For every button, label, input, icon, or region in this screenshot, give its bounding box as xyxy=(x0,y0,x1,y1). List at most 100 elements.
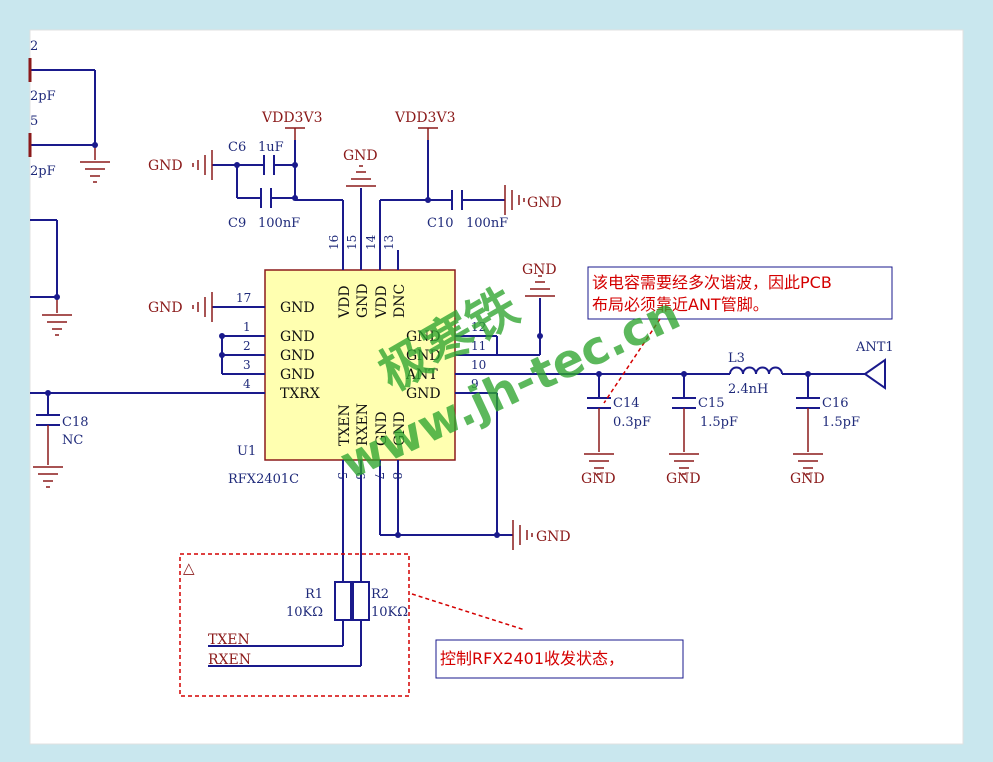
junction-dot xyxy=(219,333,225,339)
c18-value: NC xyxy=(62,433,83,448)
l3-value: 2.4nH xyxy=(728,382,768,397)
r2-value: 10KΩ xyxy=(371,605,408,620)
junction-dot xyxy=(494,532,500,538)
pin-8-number: 8 xyxy=(390,472,404,480)
junction-dot xyxy=(537,333,543,339)
gnd-label-pin17: GND xyxy=(148,300,183,316)
c16-ref: C16 xyxy=(822,396,849,411)
pin-2-number: 2 xyxy=(243,339,251,353)
pin-14-name: VDD xyxy=(374,285,390,319)
pin-7-name: GND xyxy=(374,411,390,446)
pin-13-name: DNC xyxy=(392,284,408,318)
chip-u1-body xyxy=(264,269,456,461)
pin-16-number: 16 xyxy=(327,235,341,250)
harmonic-note-pointer xyxy=(603,318,661,404)
pin-2-name: GND xyxy=(280,348,315,364)
junction-dot xyxy=(54,294,60,300)
vdd3v3-label-left: VDD3V3 xyxy=(261,110,322,126)
junction-dot xyxy=(681,371,687,377)
pin-3-number: 3 xyxy=(243,358,251,372)
capacitor-c15-symbol xyxy=(672,374,696,452)
pin-16-name: VDD xyxy=(337,285,353,319)
capacitor-c6-symbol xyxy=(263,155,275,175)
c16-value: 1.5pF xyxy=(822,415,860,430)
control-note-text: 控制RFX2401收发状态， xyxy=(440,649,624,668)
pin-11-number: 11 xyxy=(471,339,486,353)
pin-17-name: GND xyxy=(280,300,315,316)
control-section-box xyxy=(179,553,410,697)
c6-ref: C6 xyxy=(228,140,246,155)
chip-top-pin-lines xyxy=(342,250,399,270)
gnd-label-c10: GND xyxy=(527,195,562,211)
junction-dot xyxy=(219,352,225,358)
c9-value: 100nF xyxy=(258,216,300,231)
r2-ref: R2 xyxy=(371,587,389,602)
gnd-symbol xyxy=(33,466,63,488)
pin-6-number: 6 xyxy=(353,472,367,480)
junction-dot xyxy=(292,195,298,201)
gnd-label-c6: GND xyxy=(148,158,183,174)
c14-value: 0.3pF xyxy=(613,415,651,430)
control-wires xyxy=(208,620,362,667)
control-note-box xyxy=(435,639,684,679)
pin-9-name: GND xyxy=(406,386,441,402)
pin-7-number: 7 xyxy=(372,472,386,480)
pin-1-number: 1 xyxy=(243,320,251,334)
pin-10-number: 10 xyxy=(471,358,486,372)
rxen-net-label: RXEN xyxy=(208,652,251,668)
pin-4-number: 4 xyxy=(243,377,251,391)
pin-13-number: 13 xyxy=(382,235,396,250)
gnd-symbol xyxy=(525,275,555,297)
c14-ref: C14 xyxy=(613,396,640,411)
capacitor-c10-symbol xyxy=(451,190,463,210)
chip-right-pin-lines xyxy=(455,298,865,394)
pin-5-number: 5 xyxy=(335,472,349,480)
pin-9-number: 9 xyxy=(471,377,479,391)
partial-cap-value: 2pF xyxy=(30,164,56,179)
gnd-symbol xyxy=(80,161,110,183)
gnd-symbol xyxy=(504,185,525,215)
chip-bottom-pin-lines xyxy=(342,393,513,582)
harmonic-note-box xyxy=(587,266,893,320)
partial-cap-value: 2pF xyxy=(30,89,56,104)
r1-value: 10KΩ xyxy=(286,605,323,620)
pin-17-number: 17 xyxy=(236,291,251,305)
antenna-symbol xyxy=(863,358,886,390)
l3-ref: L3 xyxy=(728,351,745,366)
c10-value: 100nF xyxy=(466,216,508,231)
junction-dot xyxy=(92,142,98,148)
junction-dot xyxy=(395,532,401,538)
pin-3-name: GND xyxy=(280,367,315,383)
capacitor-c9-symbol xyxy=(260,188,272,208)
gnd-label-c16: GND xyxy=(790,471,825,487)
c15-value: 1.5pF xyxy=(700,415,738,430)
pin-14-number: 14 xyxy=(364,234,378,250)
gnd-symbol xyxy=(192,292,213,322)
warning-triangle-icon: △ xyxy=(183,559,195,577)
junction-dot xyxy=(292,162,298,168)
pin-10-name: ANT xyxy=(405,367,438,383)
gnd-label-pin12: GND xyxy=(522,262,557,278)
gnd-symbol xyxy=(669,453,699,475)
chip-designator: U1 xyxy=(237,444,256,459)
partial-cap-ref: 2 xyxy=(30,39,38,54)
partial-cap-ref: 5 xyxy=(30,114,38,129)
gnd-symbol xyxy=(346,165,376,187)
antenna-ref: ANT1 xyxy=(855,340,894,355)
c10-ref: C10 xyxy=(427,216,454,231)
capacitor-c16-symbol xyxy=(796,374,820,452)
junction-dot xyxy=(234,162,240,168)
gnd-symbol xyxy=(42,314,72,336)
pin-1-name: GND xyxy=(280,329,315,345)
txen-net-label: TXEN xyxy=(208,632,250,648)
pin-12-name: GND xyxy=(406,329,441,345)
junction-dot xyxy=(425,197,431,203)
pin-6-name: RXEN xyxy=(355,403,371,446)
pin-5-name: TXEN xyxy=(337,404,353,446)
harmonic-note-line2: 布局必须靠近ANT管脚。 xyxy=(592,295,769,314)
gnd-label-c15: GND xyxy=(666,471,701,487)
chip-part-number: RFX2401C xyxy=(228,472,299,487)
c18-ref: C18 xyxy=(62,415,89,430)
control-note-pointer xyxy=(411,593,526,631)
